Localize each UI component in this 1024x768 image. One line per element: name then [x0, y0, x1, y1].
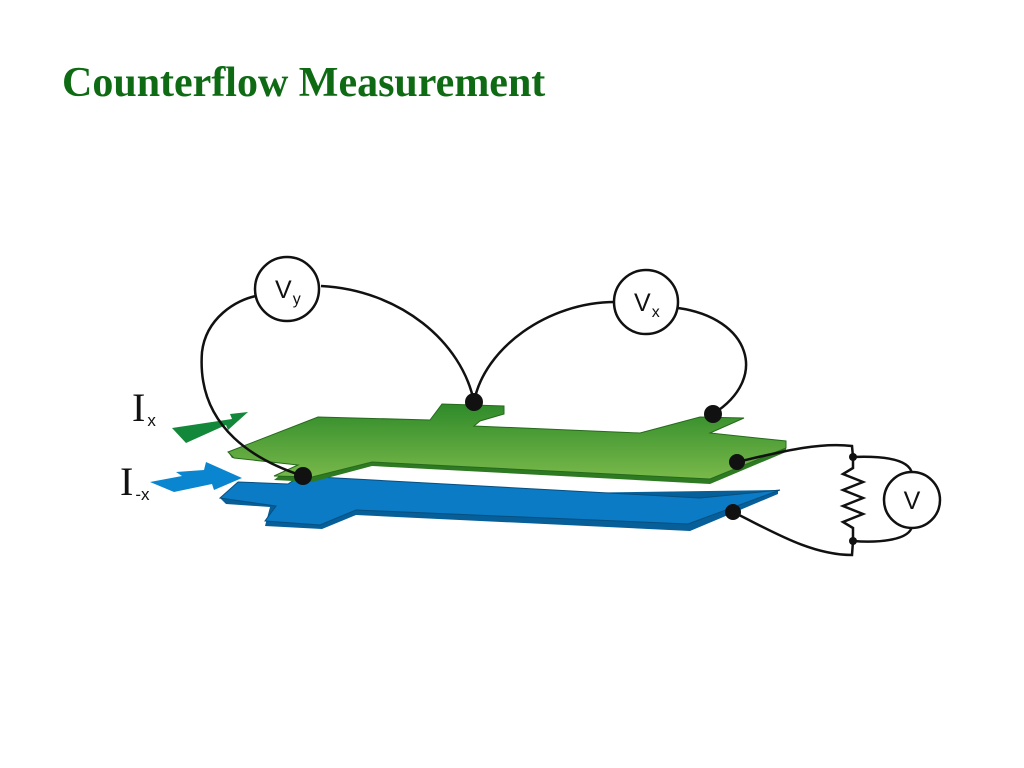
resistor-node-top — [849, 453, 857, 461]
wire-vy-right — [320, 284, 476, 403]
contact-top-middle — [465, 393, 483, 411]
contact-left — [294, 467, 312, 485]
contact-right-bottom — [725, 504, 741, 520]
top-layer — [227, 403, 787, 484]
contact-top-right — [704, 405, 722, 423]
meter-vx-label: V — [634, 289, 651, 317]
meter-vy: Vy — [253, 255, 321, 323]
wire-vx-left — [472, 300, 616, 403]
meter-v-label: V — [904, 487, 921, 515]
arrow-i-x-icon — [150, 462, 242, 492]
contact-right-top — [729, 454, 745, 470]
svg-text:Ix: Ix — [132, 385, 156, 430]
top-layer-top — [227, 403, 787, 480]
arrow-ix-icon — [172, 412, 248, 443]
meter-vy-subscript: y — [293, 291, 301, 308]
resistor-node-bottom — [849, 537, 857, 545]
meter-vx: Vx — [612, 268, 680, 336]
meter-vy-label: V — [275, 276, 292, 304]
svg-text:I-x: I-x — [120, 459, 150, 504]
wire-vy-left — [200, 294, 304, 478]
meter-v: V — [882, 470, 942, 530]
resistor-icon — [839, 457, 867, 541]
current-ix-subscript: x — [147, 411, 156, 430]
meter-vy-circle — [253, 255, 321, 323]
wires — [200, 284, 914, 557]
current-i-x-label: I — [120, 459, 133, 504]
current-i-x-subscript: -x — [135, 485, 150, 504]
svg-text:Vy: Vy — [275, 276, 301, 308]
slide-title: Counterflow Measurement — [62, 60, 546, 106]
meter-vx-circle — [612, 268, 680, 336]
meter-vx-subscript: x — [652, 304, 660, 321]
current-arrows — [150, 412, 248, 492]
wire-meter-v-bottom — [852, 525, 914, 543]
svg-text:Vx: Vx — [634, 289, 660, 321]
wire-meter-v-top — [852, 455, 914, 475]
wire-bottom-to-resistor — [732, 510, 855, 557]
meter-v-circle — [882, 470, 942, 530]
wire-vx-right — [677, 306, 748, 416]
current-ix-label: I — [132, 385, 145, 430]
wire-top-to-resistor — [736, 443, 855, 464]
contacts — [294, 393, 857, 545]
